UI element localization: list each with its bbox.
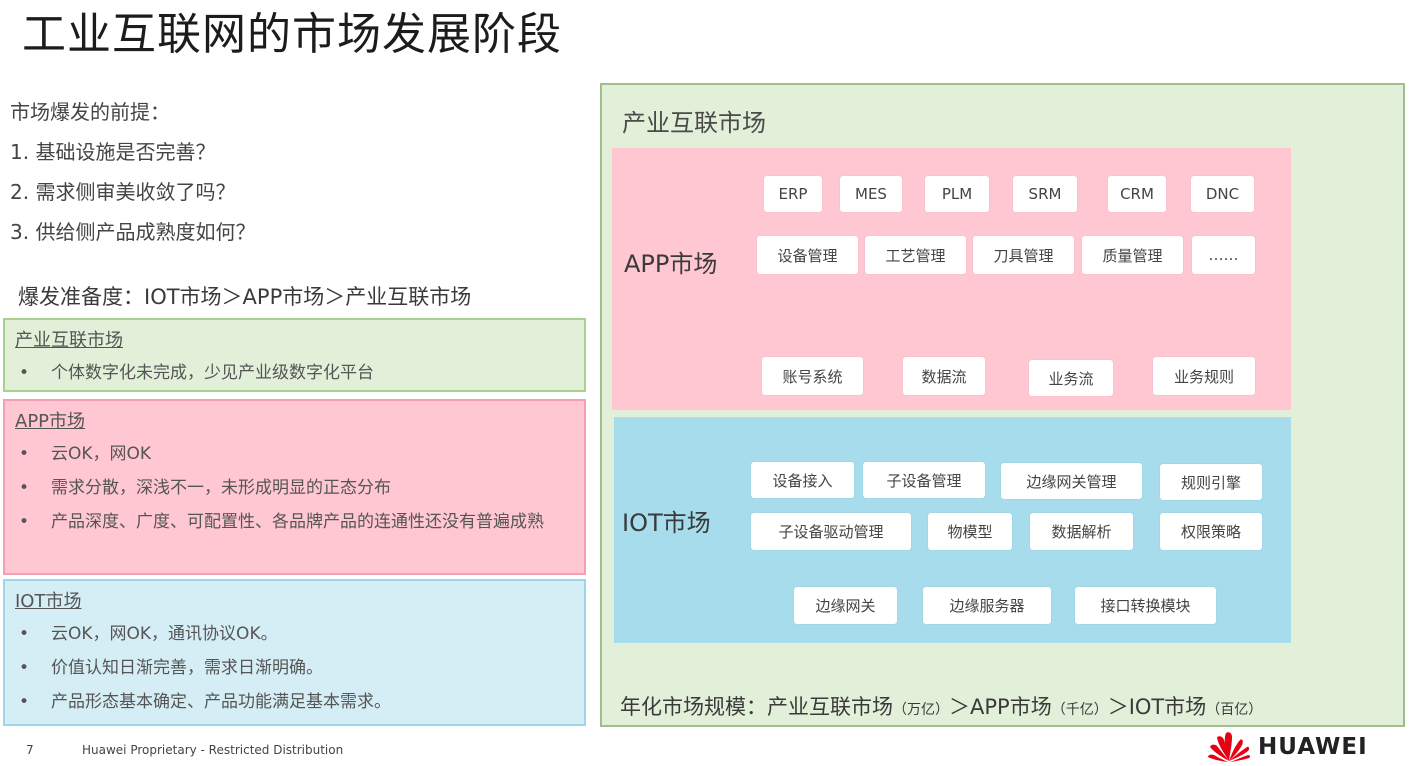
industrial-internet-diagram: 产业互联市场 APP市场 ERP MES PLM SRM CRM DNC 设备管… bbox=[600, 83, 1405, 727]
iot-zone-label: IOT市场 bbox=[622, 509, 711, 537]
module-chip: 刀具管理 bbox=[973, 236, 1074, 274]
bullet-item: 产品形态基本确定、产品功能满足基本需求。 bbox=[15, 685, 574, 719]
module-chip: 账号系统 bbox=[762, 357, 863, 395]
footer-text: Huawei Proprietary - Restricted Distribu… bbox=[82, 743, 344, 757]
box-heading: 产业互联市场 bbox=[15, 330, 123, 351]
scale-prefix: 年化市场规模： bbox=[620, 695, 767, 719]
module-chip: 设备接入 bbox=[751, 462, 854, 498]
module-chip: PLM bbox=[925, 176, 989, 212]
diagram-heading: 产业互联市场 bbox=[622, 109, 766, 137]
page-number: 7 bbox=[26, 743, 34, 757]
scale-unit: （百亿） bbox=[1206, 702, 1263, 718]
iot-market-box: IOT市场 云OK，网OK，通讯协议OK。 价值认知日渐完善，需求日渐明确。 产… bbox=[3, 579, 586, 726]
module-chip: 边缘网关 bbox=[794, 587, 897, 624]
module-chip: 规则引擎 bbox=[1160, 464, 1262, 500]
bullet-item: 云OK，网OK bbox=[15, 437, 574, 471]
premise-item: 1. 基础设施是否完善？ bbox=[10, 140, 216, 164]
scale-part: 产业互联市场 bbox=[767, 695, 893, 719]
module-chip: SRM bbox=[1013, 176, 1077, 212]
module-chip: 质量管理 bbox=[1082, 236, 1183, 274]
app-market-box: APP市场 云OK，网OK 需求分散，深浅不一，未形成明显的正态分布 产品深度、… bbox=[3, 399, 586, 575]
scale-unit: （千亿） bbox=[1051, 702, 1108, 718]
module-chip: 边缘网关管理 bbox=[1001, 463, 1142, 499]
module-chip: ERP bbox=[764, 176, 822, 212]
iot-market-zone: IOT市场 设备接入 子设备管理 边缘网关管理 规则引擎 子设备驱动管理 物模型… bbox=[614, 417, 1291, 643]
module-chip: 子设备管理 bbox=[863, 462, 985, 498]
module-chip: 工艺管理 bbox=[865, 236, 966, 274]
module-chip: 权限策略 bbox=[1160, 513, 1262, 550]
module-chip: 物模型 bbox=[928, 513, 1012, 550]
bullet-item: 云OK，网OK，通讯协议OK。 bbox=[15, 617, 574, 651]
module-chip: DNC bbox=[1191, 176, 1254, 212]
module-chip: 业务规则 bbox=[1153, 357, 1255, 395]
bullet-item: 产品深度、广度、可配置性、各品牌产品的连通性还没有普遍成熟 bbox=[15, 505, 574, 536]
box-heading: APP市场 bbox=[15, 411, 86, 432]
scale-unit: （万亿） bbox=[893, 702, 949, 718]
huawei-logo-text: HUAWEI bbox=[1258, 734, 1368, 760]
module-chip: 设备管理 bbox=[757, 236, 858, 274]
scale-part: ＞APP市场 bbox=[949, 695, 1052, 719]
readiness-statement: 爆发准备度：IOT市场＞APP市场＞产业互联市场 bbox=[18, 285, 472, 309]
industrial-market-box: 产业互联市场 个体数字化未完成，少见产业级数字化平台 bbox=[3, 318, 586, 392]
module-chip: 业务流 bbox=[1029, 360, 1113, 396]
box-heading: IOT市场 bbox=[15, 591, 82, 612]
module-chip: 接口转换模块 bbox=[1075, 587, 1216, 624]
module-chip: CRM bbox=[1108, 176, 1166, 212]
page-title: 工业互联网的市场发展阶段 bbox=[22, 9, 562, 60]
huawei-logo: HUAWEI bbox=[1206, 731, 1368, 763]
premise-item: 3. 供给侧产品成熟度如何？ bbox=[10, 220, 256, 244]
module-chip: …… bbox=[1192, 236, 1255, 274]
bullet-item: 价值认知日渐完善，需求日渐明确。 bbox=[15, 651, 574, 685]
app-market-zone: APP市场 ERP MES PLM SRM CRM DNC 设备管理 工艺管理 … bbox=[612, 148, 1291, 410]
huawei-petal-icon bbox=[1208, 732, 1251, 762]
bullet-item: 个体数字化未完成，少见产业级数字化平台 bbox=[15, 356, 574, 390]
scale-part: ＞IOT市场 bbox=[1107, 695, 1207, 719]
premise-heading: 市场爆发的前提： bbox=[10, 100, 170, 124]
app-zone-label: APP市场 bbox=[624, 250, 718, 278]
bullet-item: 需求分散，深浅不一，未形成明显的正态分布 bbox=[15, 471, 574, 505]
module-chip: 子设备驱动管理 bbox=[751, 513, 911, 550]
premise-item: 2. 需求侧审美收敛了吗？ bbox=[10, 180, 236, 204]
module-chip: 数据流 bbox=[903, 357, 985, 395]
annual-market-scale: 年化市场规模：产业互联市场（万亿）＞APP市场（千亿）＞IOT市场（百亿） bbox=[620, 691, 1262, 721]
module-chip: MES bbox=[840, 176, 902, 212]
module-chip: 数据解析 bbox=[1030, 513, 1133, 550]
premise-list: 市场爆发的前提： 1. 基础设施是否完善？ 2. 需求侧审美收敛了吗？ 3. 供… bbox=[10, 92, 255, 252]
module-chip: 边缘服务器 bbox=[923, 587, 1051, 624]
